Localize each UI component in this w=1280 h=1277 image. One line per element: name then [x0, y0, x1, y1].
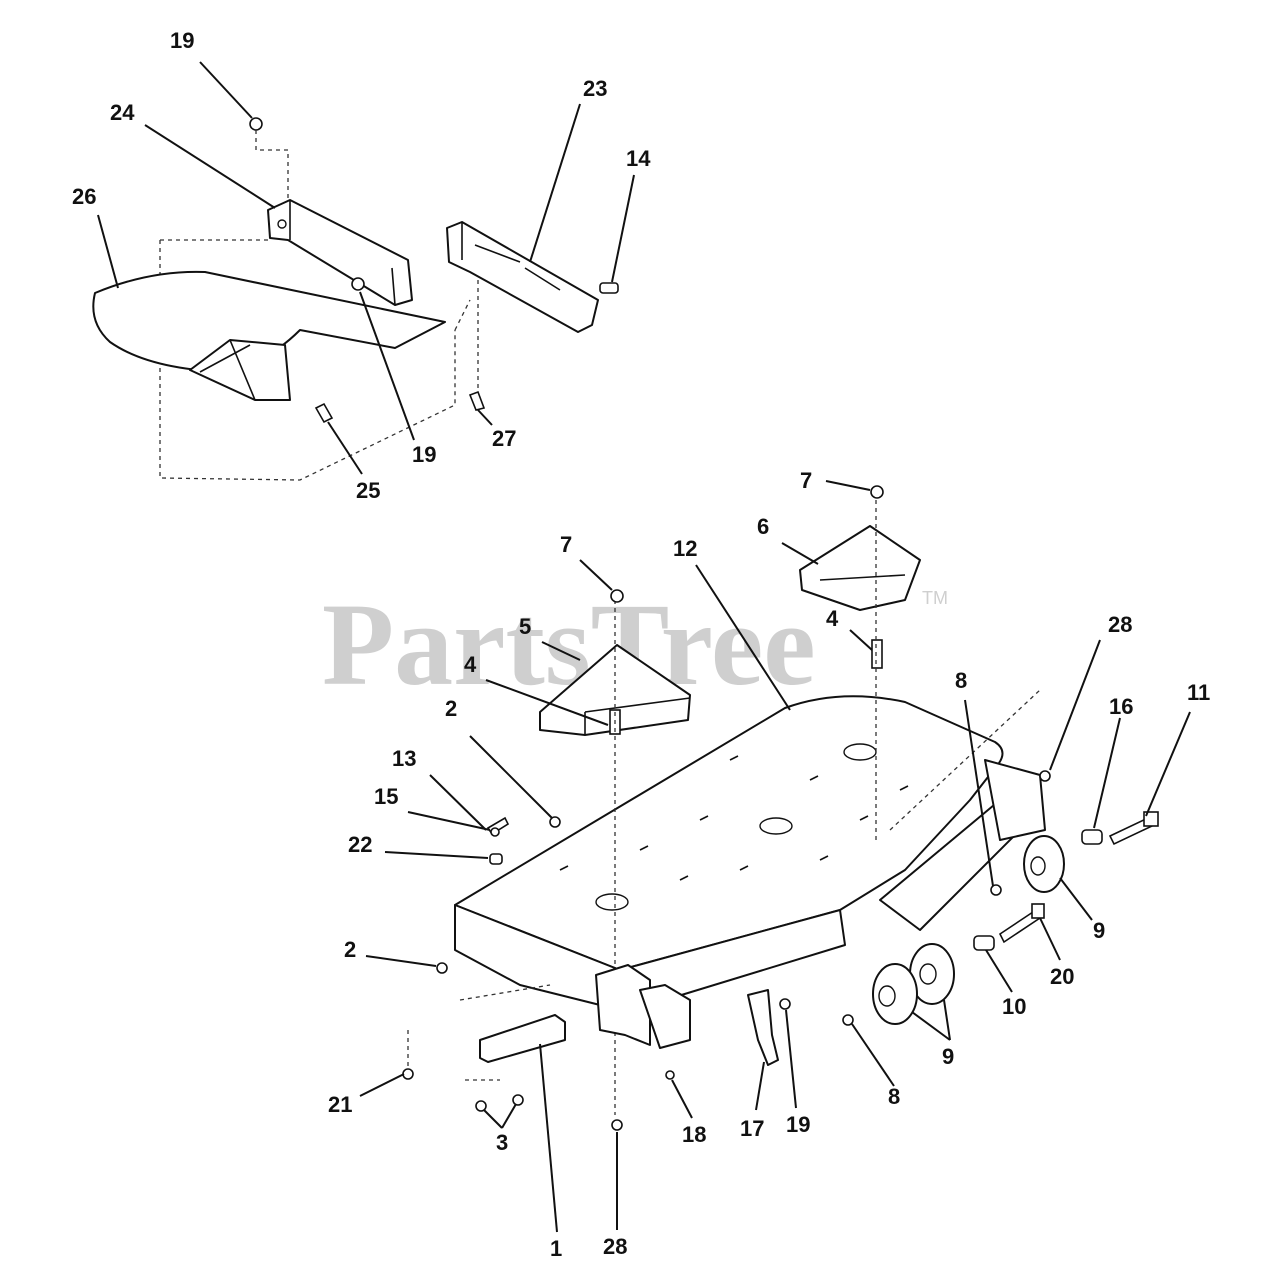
alignment-outline	[159, 239, 471, 481]
callout-7a: 7	[800, 468, 812, 493]
nut-front	[436, 962, 448, 974]
deck-front-skirt	[454, 904, 621, 1011]
callout-17: 17	[740, 1116, 764, 1141]
callout-4a: 4	[464, 652, 477, 677]
leader-lines	[97, 61, 1191, 1233]
wheel-rear-hub	[919, 963, 937, 985]
foot-plate-bracket-edge	[199, 339, 256, 401]
callout-27: 27	[492, 426, 516, 451]
mounting-rail	[446, 221, 599, 333]
callout-6: 6	[757, 514, 769, 539]
foot-plate-bracket	[189, 339, 291, 401]
deck-surface-details	[559, 755, 909, 881]
nut-mid	[351, 277, 365, 291]
callout-labels: 19 24 26 23 14 19 27 25 7 6 7 12 5 4 4 2…	[72, 28, 1210, 1261]
wheel-bolt-upper-head	[1143, 811, 1159, 827]
bolt-bumper-left	[402, 1068, 414, 1080]
deck-assembly	[402, 485, 1159, 1131]
mount-strap	[747, 989, 779, 1066]
wheel-bolt-lower-head	[1031, 903, 1045, 919]
bolt-rail	[599, 282, 619, 294]
callout-28b: 28	[603, 1234, 627, 1259]
callout-26: 26	[72, 184, 96, 209]
nut-wheel-front	[842, 1014, 854, 1026]
callout-19c: 19	[786, 1112, 810, 1137]
callout-8b: 8	[888, 1084, 900, 1109]
bolt-plate	[314, 402, 334, 424]
rear-wheel-bracket	[984, 759, 1046, 841]
bolt-mount	[665, 1070, 675, 1080]
front-mount-plate	[595, 964, 651, 1046]
bolt-cover-right	[870, 485, 884, 499]
nut-strap	[779, 998, 791, 1010]
callout-2b: 2	[344, 937, 356, 962]
bolt-rear-top	[1039, 770, 1051, 782]
callout-4b: 4	[826, 606, 839, 631]
callout-9a: 9	[1093, 918, 1105, 943]
spindle-opening-left	[595, 893, 629, 911]
callout-16: 16	[1109, 694, 1133, 719]
front-bumper-bracket	[479, 1014, 566, 1063]
footrest-assembly	[92, 117, 619, 481]
callout-25: 25	[356, 478, 380, 503]
callout-9b: 9	[942, 1044, 954, 1069]
callout-19a: 19	[170, 28, 194, 53]
callout-15: 15	[374, 784, 398, 809]
callout-10: 10	[1002, 994, 1026, 1019]
callout-12: 12	[673, 536, 697, 561]
spacer-right	[871, 639, 883, 669]
wheel-spacer-upper	[1081, 829, 1103, 845]
nut-deck	[549, 816, 561, 828]
callout-21: 21	[328, 1092, 352, 1117]
bolt-bumper-a	[475, 1100, 487, 1112]
bolt-cover-left	[610, 589, 624, 603]
bolt-bottom	[468, 390, 486, 411]
support-bracket-hole	[277, 219, 287, 229]
callout-11: 11	[1187, 680, 1210, 705]
callout-22: 22	[348, 832, 372, 857]
callout-13: 13	[392, 746, 416, 771]
nut-wheel	[990, 884, 1002, 896]
callout-23: 23	[583, 76, 607, 101]
callout-14: 14	[626, 146, 651, 171]
spindle-opening-center	[759, 817, 793, 835]
callout-5: 5	[519, 614, 531, 639]
bumper-bracket-axes	[407, 984, 551, 1081]
support-bracket	[267, 199, 413, 306]
washer-side	[490, 827, 500, 837]
bushing-side	[489, 853, 503, 865]
callout-20: 20	[1050, 964, 1074, 989]
bolt-bumper-b	[512, 1094, 524, 1106]
front-mount-bracket	[639, 984, 691, 1049]
wheel-spacer-lower	[973, 935, 995, 951]
callout-2a: 2	[445, 696, 457, 721]
callout-1: 1	[550, 1236, 562, 1261]
rear-axis	[889, 689, 1041, 831]
callout-24: 24	[110, 100, 135, 125]
wheel-side-hub	[1030, 856, 1046, 876]
belt-cover-right-edge	[819, 574, 906, 581]
callout-19b: 19	[412, 442, 436, 467]
callout-18: 18	[682, 1122, 706, 1147]
nut-top-axis	[255, 130, 289, 200]
mounting-rail-slots	[461, 222, 561, 291]
nut-top	[249, 117, 263, 131]
support-bracket-edge	[289, 200, 396, 306]
wheel-front-hub	[878, 985, 896, 1007]
callout-8a: 8	[955, 668, 967, 693]
callout-3: 3	[496, 1130, 508, 1155]
belt-cover-right	[799, 525, 921, 611]
spindle-opening-right	[843, 743, 877, 761]
watermark-trademark: TM	[922, 588, 948, 608]
bolt-bottom-center	[611, 1119, 623, 1131]
callout-7b: 7	[560, 532, 572, 557]
callout-28a: 28	[1108, 612, 1132, 637]
